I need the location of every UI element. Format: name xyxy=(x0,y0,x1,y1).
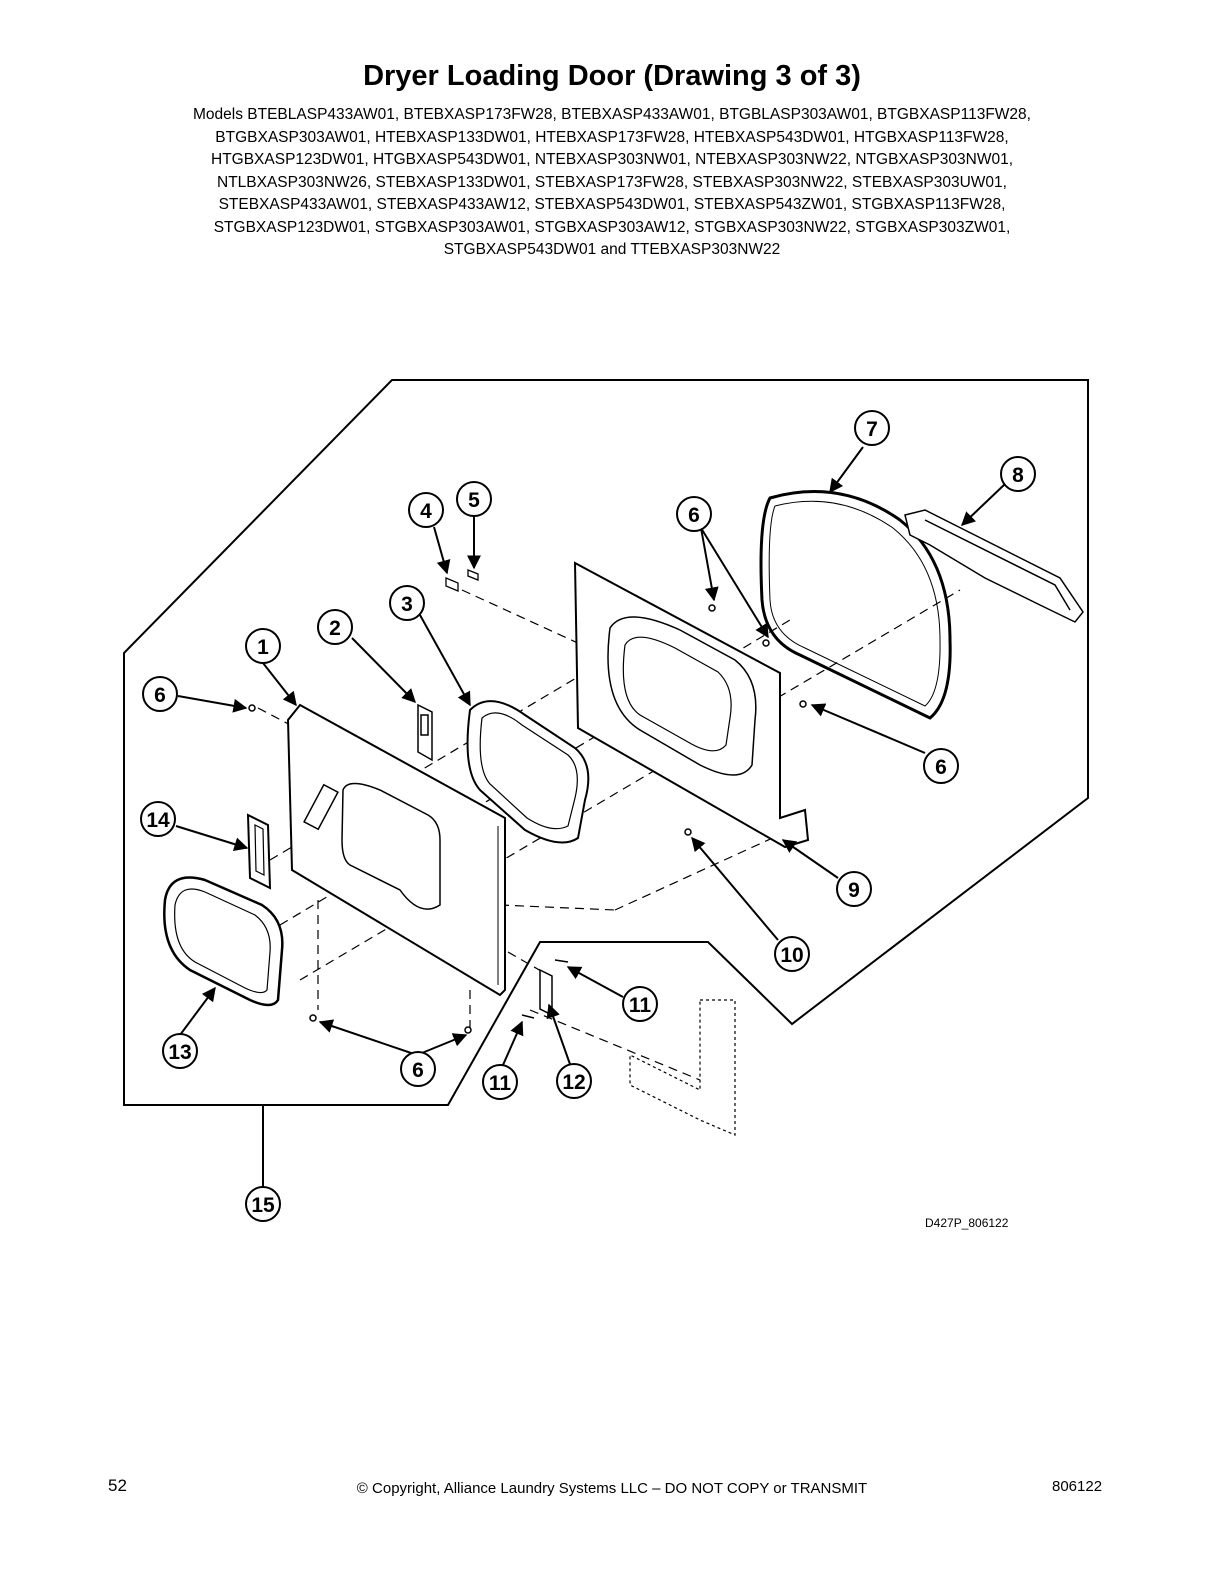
svg-text:5: 5 xyxy=(468,489,480,512)
svg-text:6: 6 xyxy=(154,684,166,707)
assembly-boundary xyxy=(123,379,1089,1106)
document-number: 806122 xyxy=(1052,1478,1103,1495)
model-line: STGBXASP543DW01 and TTEBXASP303NW22 xyxy=(443,241,781,258)
svg-text:6: 6 xyxy=(935,756,947,779)
leader-lines xyxy=(175,446,1006,1068)
svg-text:11: 11 xyxy=(489,1072,512,1095)
inner-door-panel xyxy=(573,561,810,849)
svg-text:13: 13 xyxy=(168,1041,191,1064)
hinge-hardware xyxy=(521,959,569,1019)
callout-6-right: 6 xyxy=(923,748,959,784)
callout-9: 9 xyxy=(836,871,872,907)
svg-text:12: 12 xyxy=(562,1071,585,1094)
callout-3: 3 xyxy=(389,585,425,621)
copyright-notice: © Copyright, Alliance Laundry Systems LL… xyxy=(356,1480,868,1497)
callout-6-bottom: 6 xyxy=(400,1051,436,1087)
callout-15: 15 xyxy=(245,1186,281,1222)
hinge-bracket xyxy=(904,509,1084,623)
model-line: BTGBXASP303AW01, HTEBXASP133DW01, HTEBXA… xyxy=(215,128,1009,146)
callout-10: 10 xyxy=(774,936,810,972)
model-line: NTLBXASP303NW26, STEBXASP133DW01, STEBXA… xyxy=(217,173,1007,191)
svg-text:7: 7 xyxy=(866,418,878,441)
callout-13: 13 xyxy=(162,1033,198,1069)
cabinet-outline xyxy=(629,999,736,1136)
svg-text:4: 4 xyxy=(420,500,432,523)
callout-6-top: 6 xyxy=(676,496,712,532)
door-handle xyxy=(246,813,272,890)
svg-text:10: 10 xyxy=(780,944,803,967)
svg-text:14: 14 xyxy=(146,809,170,832)
callout-6-left: 6 xyxy=(142,676,178,712)
svg-text:9: 9 xyxy=(848,879,860,902)
callout-1: 1 xyxy=(245,628,281,664)
door-clips xyxy=(445,569,479,592)
model-list: Models BTEBLASP433AW01, BTEBXASP173FW28,… xyxy=(100,104,1124,262)
svg-text:2: 2 xyxy=(329,617,341,640)
callout-14: 14 xyxy=(140,801,176,837)
latch-bracket xyxy=(417,703,433,762)
door-glass-assembly xyxy=(466,700,590,844)
screws xyxy=(248,604,807,1034)
page-title: Dryer Loading Door (Drawing 3 of 3) xyxy=(363,60,861,92)
door-seal xyxy=(759,490,952,720)
svg-text:6: 6 xyxy=(688,504,700,527)
page-number: 52 xyxy=(108,1476,127,1495)
model-line: STEBXASP433AW01, STEBXASP433AW12, STEBXA… xyxy=(218,196,1006,213)
callout-5: 5 xyxy=(456,481,492,517)
callout-11-left: 11 xyxy=(482,1064,518,1100)
callout-2: 2 xyxy=(317,609,353,645)
svg-text:15: 15 xyxy=(251,1194,275,1217)
outer-door-trim xyxy=(163,876,284,1007)
svg-text:6: 6 xyxy=(412,1059,424,1082)
callout-11-right: 11 xyxy=(622,986,658,1022)
model-line: STGBXASP123DW01, STGBXASP303AW01, STGBXA… xyxy=(213,218,1011,236)
callout-12: 12 xyxy=(556,1063,592,1099)
model-line: Models BTEBLASP433AW01, BTEBXASP173FW28,… xyxy=(193,106,1031,123)
model-line: HTGBXASP123DW01, HTGBXASP543DW01, NTEBXA… xyxy=(211,151,1013,168)
drawing-id: D427P_806122 xyxy=(925,1216,1009,1230)
callout-4: 4 xyxy=(408,492,444,528)
svg-text:3: 3 xyxy=(401,593,413,616)
svg-text:11: 11 xyxy=(629,994,652,1017)
outer-door-panel xyxy=(286,703,506,997)
door-seal-inner xyxy=(768,500,941,707)
callout-8: 8 xyxy=(1000,456,1036,492)
svg-text:8: 8 xyxy=(1012,464,1024,487)
svg-text:1: 1 xyxy=(257,636,269,659)
callout-7: 7 xyxy=(854,410,890,446)
